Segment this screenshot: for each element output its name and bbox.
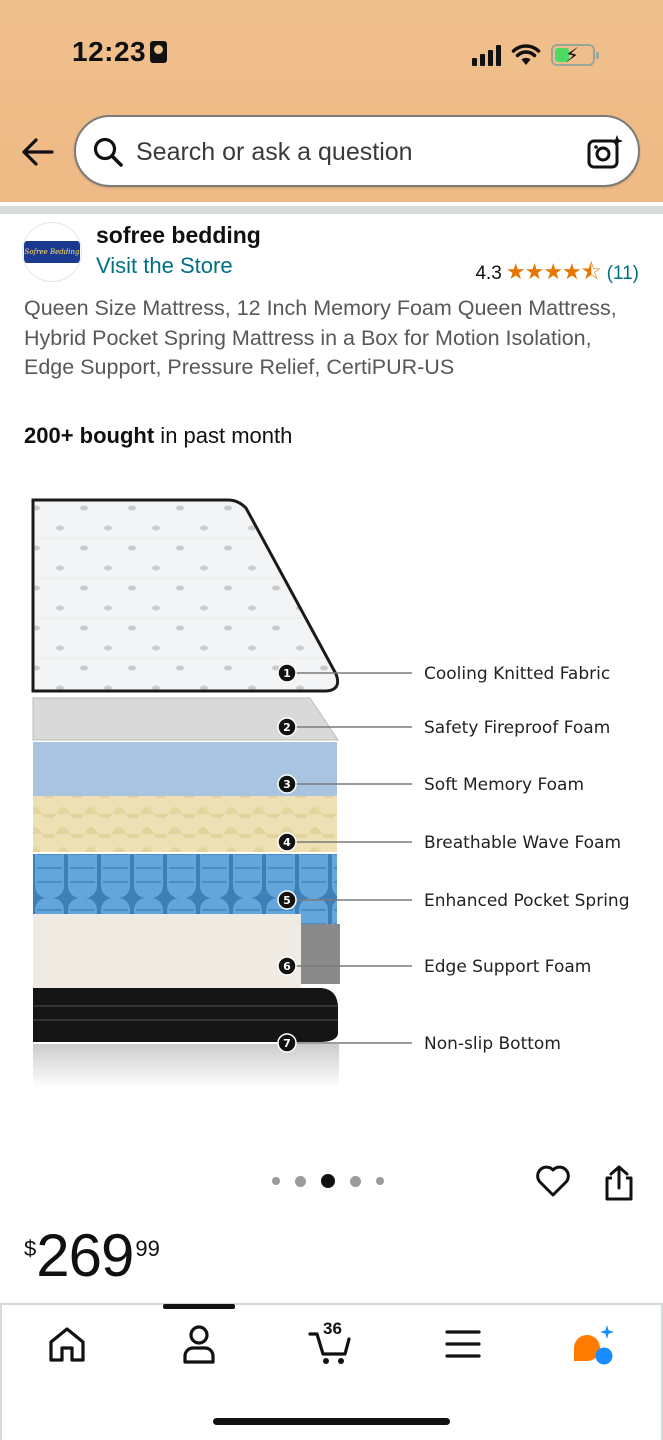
carousel-dot[interactable] xyxy=(376,1177,384,1185)
layer-badge-1 xyxy=(277,663,297,683)
rufus-icon[interactable] xyxy=(570,1322,614,1366)
menu-icon[interactable] xyxy=(441,1322,485,1366)
price-whole: 269 xyxy=(36,1222,134,1289)
carousel-dot[interactable] xyxy=(272,1177,280,1185)
layer-pocket-spring xyxy=(33,854,337,924)
cellular-signal-icon xyxy=(472,44,501,66)
home-icon[interactable] xyxy=(45,1322,89,1366)
back-arrow-icon[interactable] xyxy=(18,134,58,170)
section-divider xyxy=(0,206,663,214)
rating-summary[interactable]: 4.3 ★★★★⯪ (11) xyxy=(475,255,639,293)
active-tab-indicator xyxy=(163,1304,235,1309)
wifi-icon xyxy=(511,44,541,65)
layer-badge-3 xyxy=(277,774,297,794)
product-title: Queen Size Mattress, 12 Inch Memory Foam… xyxy=(24,296,617,379)
layer-badge-number: 2 xyxy=(283,721,291,734)
layer-non-slip-bottom xyxy=(33,988,339,1088)
layer-badge-number: 5 xyxy=(283,894,291,907)
layer-badge-number: 4 xyxy=(283,836,291,849)
layer-badge-2 xyxy=(277,717,297,737)
contact-card-icon xyxy=(150,41,168,63)
layer-label: Enhanced Pocket Spring xyxy=(424,891,630,911)
bought-in-past-month: 200+ bought in past month xyxy=(24,423,292,449)
layer-badge-number: 3 xyxy=(283,778,291,791)
layer-label: Cooling Knitted Fabric xyxy=(424,664,610,684)
layer-badge-5 xyxy=(277,890,297,910)
visit-store-link[interactable]: Visit the Store xyxy=(96,253,233,278)
layer-edge-support xyxy=(33,914,340,988)
layer-badge-number: 6 xyxy=(283,960,291,973)
layer-badge-6 xyxy=(277,956,297,976)
bought-count: 200+ bought xyxy=(24,423,155,448)
camera-search-icon[interactable] xyxy=(586,133,624,171)
search-input[interactable] xyxy=(136,133,566,171)
image-carousel-dots[interactable] xyxy=(272,1174,384,1188)
carousel-dot-active[interactable] xyxy=(321,1174,335,1188)
layer-label: Edge Support Foam xyxy=(424,957,591,977)
price: $ 269 99 xyxy=(24,1222,160,1290)
layer-label: Soft Memory Foam xyxy=(424,775,584,795)
layer-badge-4 xyxy=(277,832,297,852)
heart-icon[interactable] xyxy=(535,1163,571,1199)
brand-logo[interactable]: Sofree Bedding xyxy=(22,222,82,282)
bottom-nav xyxy=(0,1303,663,1440)
star-rating-icon: ★★★★⯪ xyxy=(505,259,602,284)
review-count-link[interactable]: (11) xyxy=(606,263,639,284)
search-icon xyxy=(93,137,123,167)
search-bar[interactable] xyxy=(74,115,640,187)
carousel-dot[interactable] xyxy=(295,1175,306,1187)
battery-charging-icon: ⚡ xyxy=(551,44,599,67)
status-indicators: ⚡ xyxy=(472,40,599,70)
share-icon[interactable] xyxy=(601,1164,637,1202)
layer-badge-number: 7 xyxy=(283,1037,291,1050)
bought-suffix: in past month xyxy=(154,423,293,448)
carousel-dot[interactable] xyxy=(350,1175,361,1187)
leader-lines xyxy=(287,672,412,1044)
layer-number-badges: 1 2 3 4 5 6 7 xyxy=(277,663,297,1053)
cart-icon[interactable] xyxy=(308,1322,352,1366)
layer-label: Non-slip Bottom xyxy=(424,1034,561,1054)
layer-label: Breathable Wave Foam xyxy=(424,833,621,853)
layer-badge-number: 1 xyxy=(283,667,291,680)
brand-logo-text: Sofree Bedding xyxy=(24,241,80,263)
home-indicator xyxy=(213,1418,450,1425)
price-fraction: 99 xyxy=(135,1236,160,1261)
layer-badge-7 xyxy=(277,1033,297,1053)
rating-value: 4.3 xyxy=(475,263,502,284)
layer-cooling-fabric xyxy=(31,498,340,693)
layer-label: Safety Fireproof Foam xyxy=(424,718,610,738)
brand-name: sofree bedding xyxy=(96,222,261,248)
app-header: 12:23 ⚡ xyxy=(0,0,663,202)
cart-count-badge: 36 xyxy=(323,1319,342,1338)
price-symbol: $ xyxy=(24,1236,37,1261)
account-icon[interactable] xyxy=(177,1322,221,1366)
status-time: 12:23 xyxy=(72,36,168,68)
layer-fireproof-foam xyxy=(32,697,339,741)
status-time-text: 12:23 xyxy=(72,36,147,67)
